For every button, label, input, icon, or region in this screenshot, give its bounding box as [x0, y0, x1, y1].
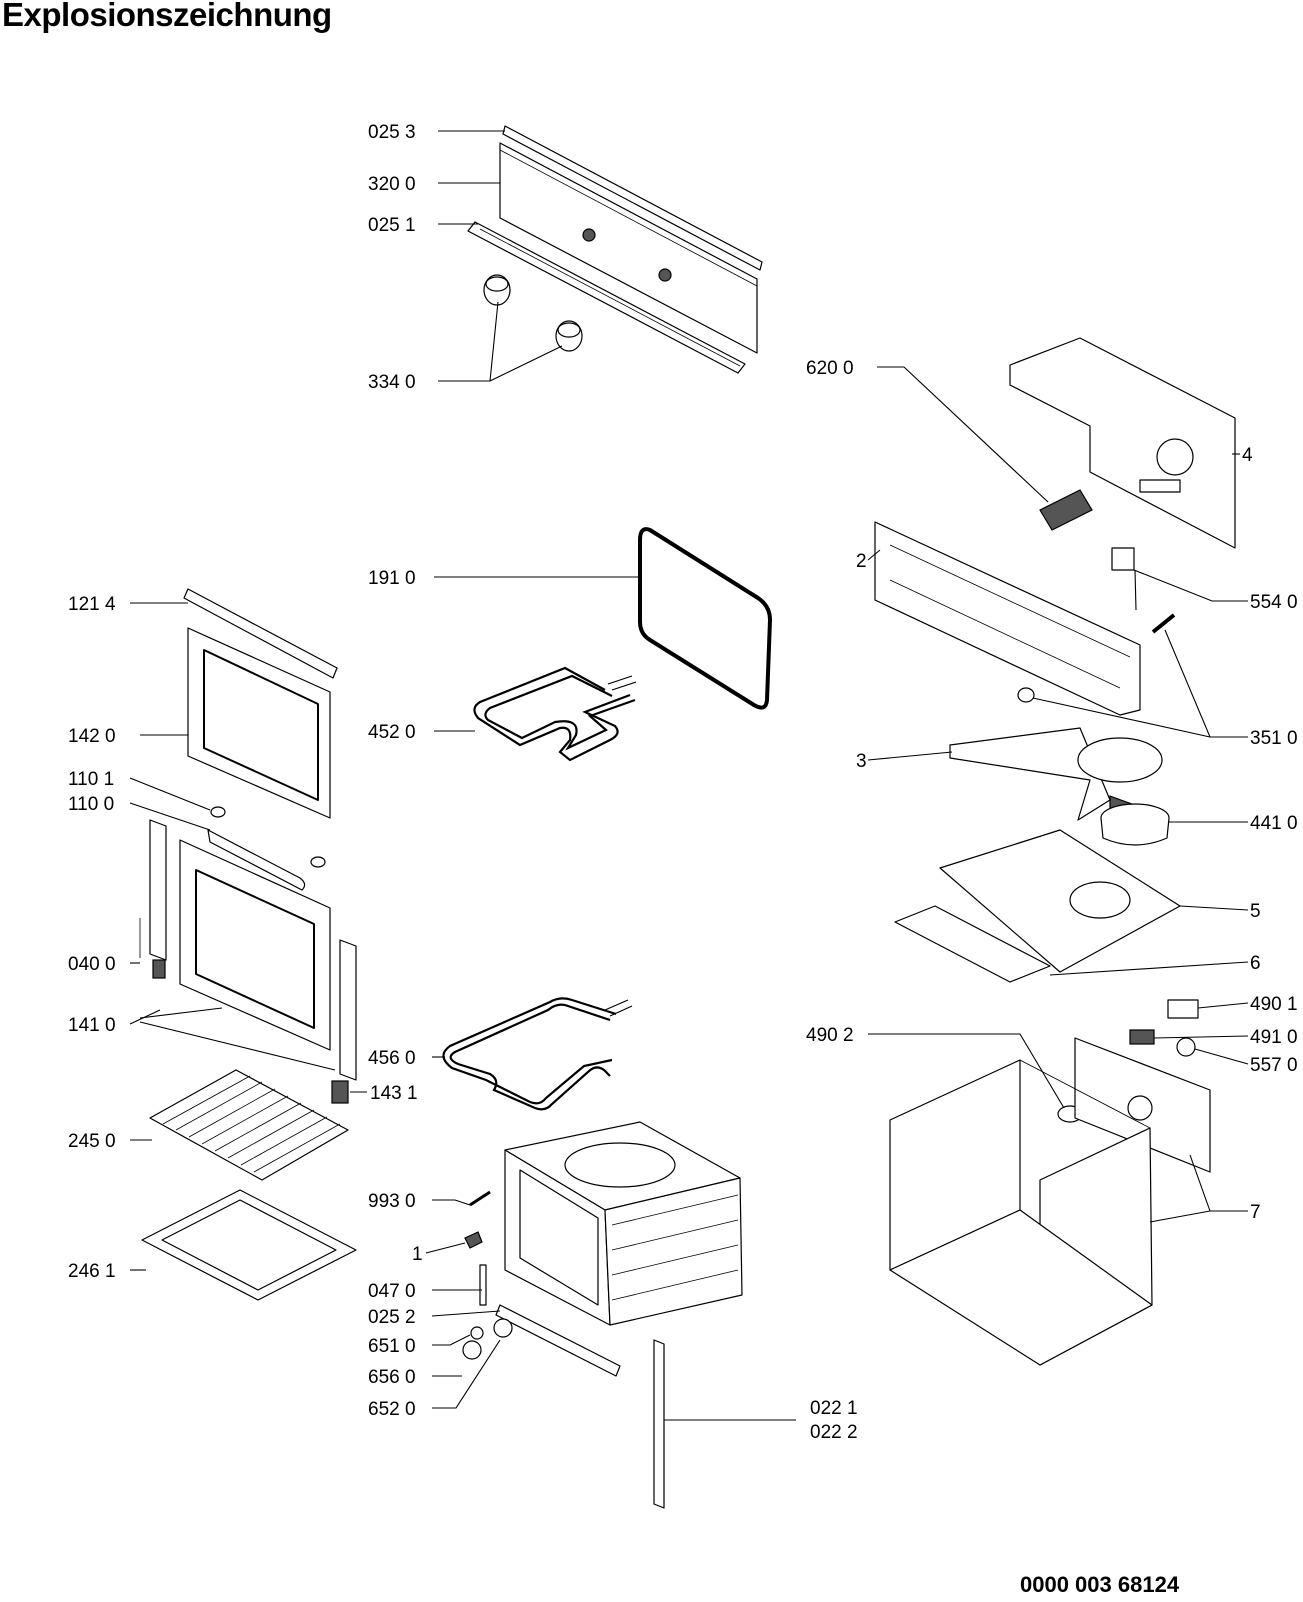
side-control-plate-part: [1074, 1037, 1211, 1173]
top-plate-part: [894, 829, 1181, 983]
label-651-0: 651 0: [368, 1336, 416, 1357]
leader-lines: [129, 130, 1249, 1421]
label-245-0: 245 0: [68, 1131, 116, 1152]
label-652-0: 652 0: [368, 1399, 416, 1420]
lower-heater-part: [442, 997, 633, 1111]
label-993-0: 993 0: [368, 1191, 416, 1212]
upper-heater-part: [473, 666, 637, 762]
control-panel-part: [499, 142, 758, 354]
label-022-1: 022 1: [810, 1398, 858, 1419]
label-557-0: 557 0: [1250, 1055, 1298, 1076]
panel-rail-part: [467, 221, 746, 374]
label-320-0: 320 0: [368, 174, 416, 195]
label-1: 1: [412, 1244, 423, 1265]
label-7: 7: [1250, 1202, 1261, 1223]
label-5: 5: [1250, 901, 1261, 922]
small-parts: [462, 1190, 513, 1360]
control-frame-part: [874, 521, 1141, 716]
housing-part: [889, 1059, 1153, 1366]
label-491-0: 491 0: [1250, 1027, 1298, 1048]
label-191-0: 191 0: [368, 568, 416, 589]
label-2: 2: [856, 551, 867, 572]
thermostat-part: [1111, 547, 1137, 611]
label-047-0: 047 0: [368, 1281, 416, 1302]
label-620-0: 620 0: [806, 358, 854, 379]
label-4: 4: [1242, 445, 1253, 466]
label-110-1: 110 1: [68, 769, 114, 790]
label-121-4: 121 4: [68, 594, 116, 615]
label-022-2: 022 2: [810, 1422, 858, 1443]
label-141-0: 141 0: [68, 1015, 116, 1036]
label-025-3: 025 3: [368, 122, 416, 143]
shaft-part: [1017, 613, 1176, 703]
baking-tray-part: [141, 1189, 357, 1301]
label-656-0: 656 0: [368, 1367, 416, 1388]
part-labels: 025 3 320 0 025 1 334 0 620 0 4 2 554 0 …: [68, 122, 1298, 1443]
oven-cavity-part: [495, 1121, 743, 1377]
page-title: Explosionszeichnung: [2, 0, 332, 33]
knob-part: [483, 274, 583, 352]
label-3: 3: [856, 751, 867, 772]
label-490-1: 490 1: [1250, 994, 1298, 1015]
label-143-1: 143 1: [370, 1083, 418, 1104]
label-6: 6: [1250, 953, 1261, 974]
selector-switch-part: [1039, 489, 1093, 531]
label-334-0: 334 0: [368, 372, 416, 393]
label-025-1: 025 1: [368, 215, 416, 236]
label-441-0: 441 0: [1250, 813, 1298, 834]
label-142-0: 142 0: [68, 726, 116, 747]
door-hinge-block-part: [331, 1080, 349, 1104]
fan-motor-part: [1100, 803, 1170, 846]
door-top-trim-part: [183, 588, 338, 679]
wire-shelf-part: [149, 1069, 349, 1181]
label-554-0: 554 0: [1250, 592, 1298, 613]
label-110-0: 110 0: [68, 794, 114, 815]
label-246-1: 246 1: [68, 1261, 116, 1282]
document-number: 0000 003 68124: [1020, 1572, 1180, 1597]
label-490-2: 490 2: [806, 1025, 854, 1046]
label-351-0: 351 0: [1250, 728, 1298, 749]
inner-door-part: [139, 819, 357, 1081]
door-gasket-part: [638, 527, 772, 710]
outer-door-glass-part: [187, 627, 331, 819]
label-456-0: 456 0: [368, 1048, 416, 1069]
label-452-0: 452 0: [368, 722, 416, 743]
label-025-2: 025 2: [368, 1307, 416, 1328]
fan-cover-part: [949, 727, 1163, 821]
side-rail-part: [653, 1339, 665, 1509]
label-040-0: 040 0: [68, 954, 116, 975]
door-clip-part: [207, 806, 326, 891]
